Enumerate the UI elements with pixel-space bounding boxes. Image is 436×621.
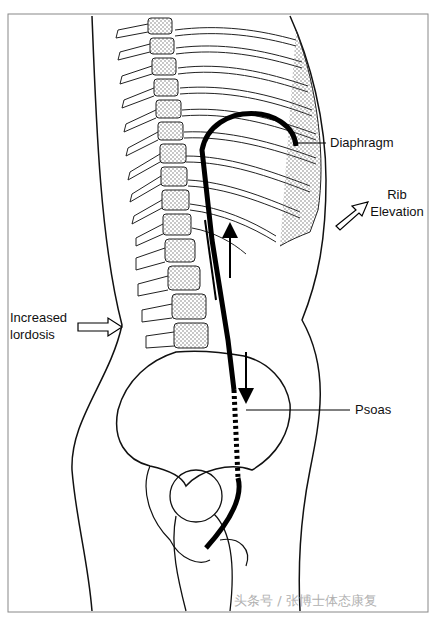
- spine: [148, 18, 208, 348]
- leader-line: [246, 410, 350, 411]
- psoas-hidden: [234, 390, 238, 478]
- pelvis: [117, 351, 291, 486]
- hollow-arrow: [78, 318, 122, 336]
- hollow-arrow: [336, 202, 368, 230]
- diaphragm-psoas-line: [202, 114, 296, 391]
- leader-line: [296, 143, 326, 144]
- force-arrow: [245, 352, 247, 396]
- psoas-insertion: [206, 478, 239, 548]
- watermark: 头条号 / 张博士体态康复: [234, 592, 430, 609]
- part-label: Diaphragm: [330, 134, 420, 151]
- frame: [8, 14, 428, 612]
- spinous-processes: [116, 24, 174, 348]
- back-contour: [72, 16, 122, 611]
- sternum: [280, 30, 321, 246]
- trochanter: [220, 539, 248, 566]
- annotation-label: Increased lordosis: [10, 309, 78, 343]
- part-label: Psoas: [355, 401, 415, 418]
- annotation-label: Rib Elevation: [364, 186, 430, 220]
- force-arrow: [229, 230, 231, 278]
- crus: [205, 220, 216, 300]
